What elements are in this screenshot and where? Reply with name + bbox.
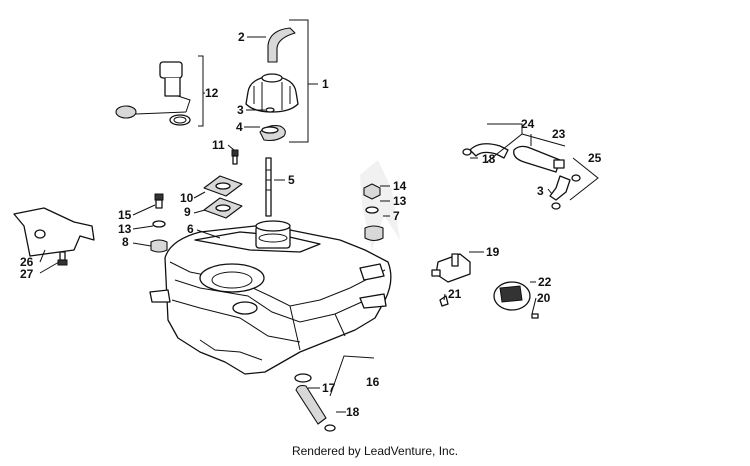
mounting-bracket <box>13 207 95 257</box>
callout-23: 23 <box>552 127 566 141</box>
callout-labels: 1 2 3 4 5 6 7 8 9 10 11 12 13 13 14 15 1… <box>20 30 602 419</box>
callout-26: 26 <box>20 255 34 269</box>
fuel-pump-sender <box>115 61 191 126</box>
fuel-filter <box>513 145 565 173</box>
washer-13-right <box>365 206 379 214</box>
washer-13-left <box>152 220 166 228</box>
callout-16: 16 <box>366 375 380 389</box>
bolt-15 <box>154 193 164 209</box>
callout-11: 11 <box>212 138 225 152</box>
callout-25: 25 <box>588 151 602 165</box>
hose-24 <box>462 143 509 159</box>
callout-9: 9 <box>184 205 191 219</box>
callout-22: 22 <box>538 275 552 289</box>
callout-24: 24 <box>521 117 535 131</box>
callout-15: 15 <box>118 208 132 222</box>
gasket-10 <box>203 175 243 197</box>
vent-hose <box>267 27 296 63</box>
callout-10: 10 <box>180 191 194 205</box>
grommet-7 <box>364 225 384 242</box>
bolt-27 <box>57 251 68 266</box>
callout-13-right: 13 <box>393 194 407 208</box>
callout-12: 12 <box>205 86 219 100</box>
callout-8: 8 <box>122 235 129 249</box>
callout-20: 20 <box>537 291 551 305</box>
callout-5: 5 <box>288 173 295 187</box>
callout-7: 7 <box>393 209 400 223</box>
fuel-tank <box>149 225 392 375</box>
callout-18-bottom: 18 <box>346 405 360 419</box>
screw-20 <box>531 313 539 319</box>
o-ring <box>265 107 275 113</box>
cap-gasket <box>259 125 286 142</box>
bolt-11 <box>231 149 239 165</box>
fuel-valve <box>431 253 471 307</box>
leader-lines <box>39 19 599 413</box>
callout-6: 6 <box>187 222 194 236</box>
valve-cap <box>493 281 531 311</box>
callout-1: 1 <box>322 77 329 91</box>
callout-18-right: 18 <box>482 152 496 166</box>
callout-19: 19 <box>486 245 500 259</box>
nut-14 <box>363 183 381 200</box>
filler-neck <box>255 220 291 249</box>
drain-hose <box>294 373 336 432</box>
grommet-8 <box>150 239 168 253</box>
vent-tube <box>265 157 272 217</box>
hose-25 <box>549 174 581 210</box>
gasket-9 <box>203 197 243 219</box>
fuel-cap <box>245 73 299 113</box>
callout-21: 21 <box>448 287 462 301</box>
callout-2: 2 <box>238 30 245 44</box>
callout-14: 14 <box>393 179 407 193</box>
callout-3-right: 3 <box>537 184 544 198</box>
callout-13-left: 13 <box>118 222 132 236</box>
callout-4: 4 <box>236 120 243 134</box>
footer-credit: Rendered by LeadVenture, Inc. <box>291 444 459 458</box>
callout-27: 27 <box>20 267 34 281</box>
callout-17: 17 <box>322 381 336 395</box>
callout-3-top: 3 <box>237 103 244 117</box>
